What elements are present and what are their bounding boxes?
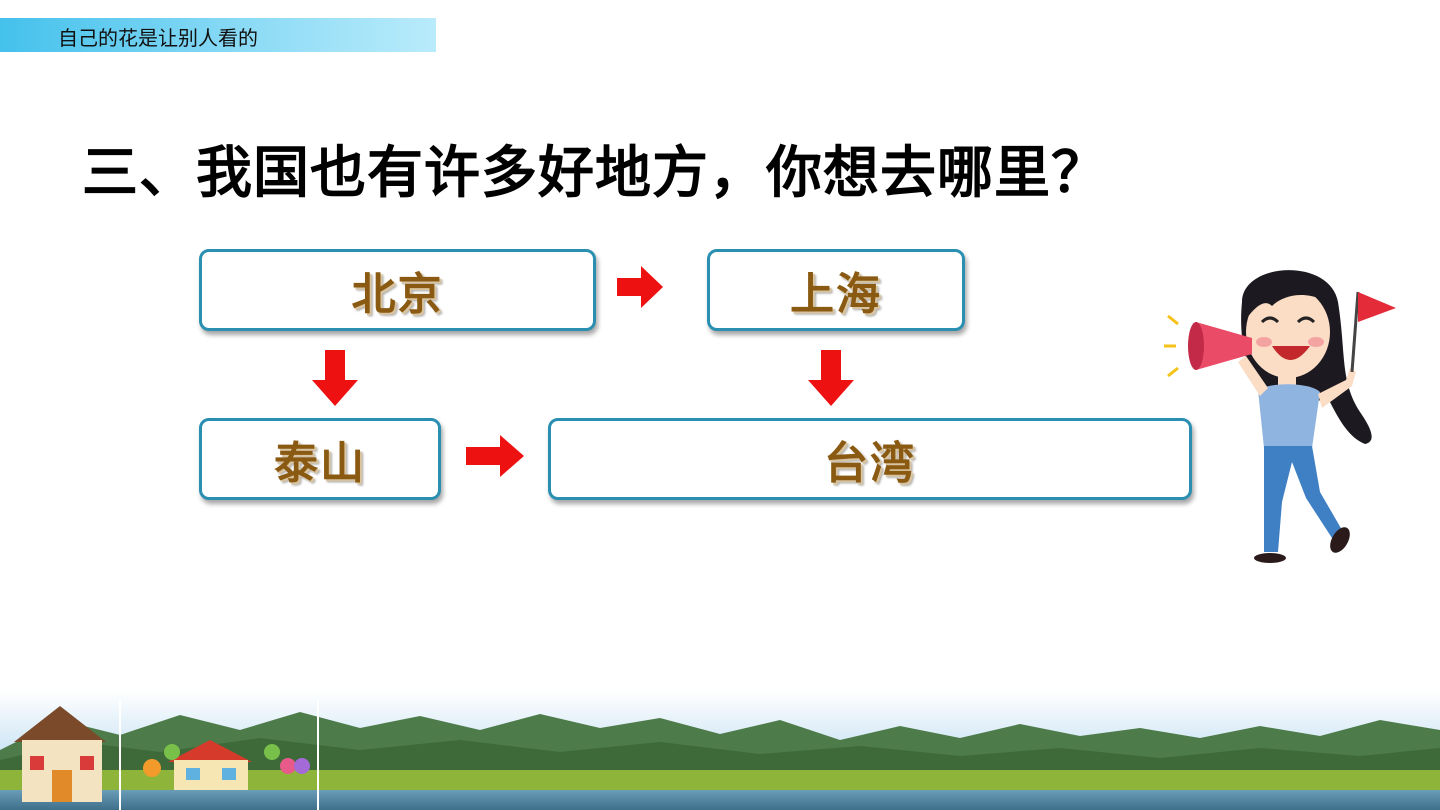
flag-icon xyxy=(1358,292,1396,322)
lesson-title-banner: 自己的花是让别人看的 xyxy=(0,18,436,52)
arrow-down-icon xyxy=(808,350,854,406)
place-box-shanghai: 上海 xyxy=(707,249,965,331)
megaphone-icon xyxy=(1164,314,1252,378)
place-label-taiwan: 台湾 xyxy=(824,438,916,489)
place-label-beijing: 北京 xyxy=(351,269,444,320)
arrow-right-icon xyxy=(617,266,663,308)
place-box-beijing: 北京 xyxy=(199,249,596,331)
place-label-shanghai: 上海 xyxy=(790,269,882,320)
lesson-title: 自己的花是让别人看的 xyxy=(58,26,258,50)
place-label-taishan: 泰山 xyxy=(274,438,366,489)
arrow-down-icon xyxy=(312,350,358,406)
house-icon xyxy=(14,706,106,802)
question-heading: 三、我国也有许多好地方，你想去哪里？ xyxy=(82,140,1108,206)
place-box-taiwan: 台湾 xyxy=(548,418,1192,500)
arrow-right-icon xyxy=(466,435,524,477)
place-box-taishan: 泰山 xyxy=(199,418,441,500)
girl-with-megaphone-illustration xyxy=(1164,270,1396,563)
landscape-scenery-illustration xyxy=(0,690,1440,810)
house-icon xyxy=(143,740,310,790)
